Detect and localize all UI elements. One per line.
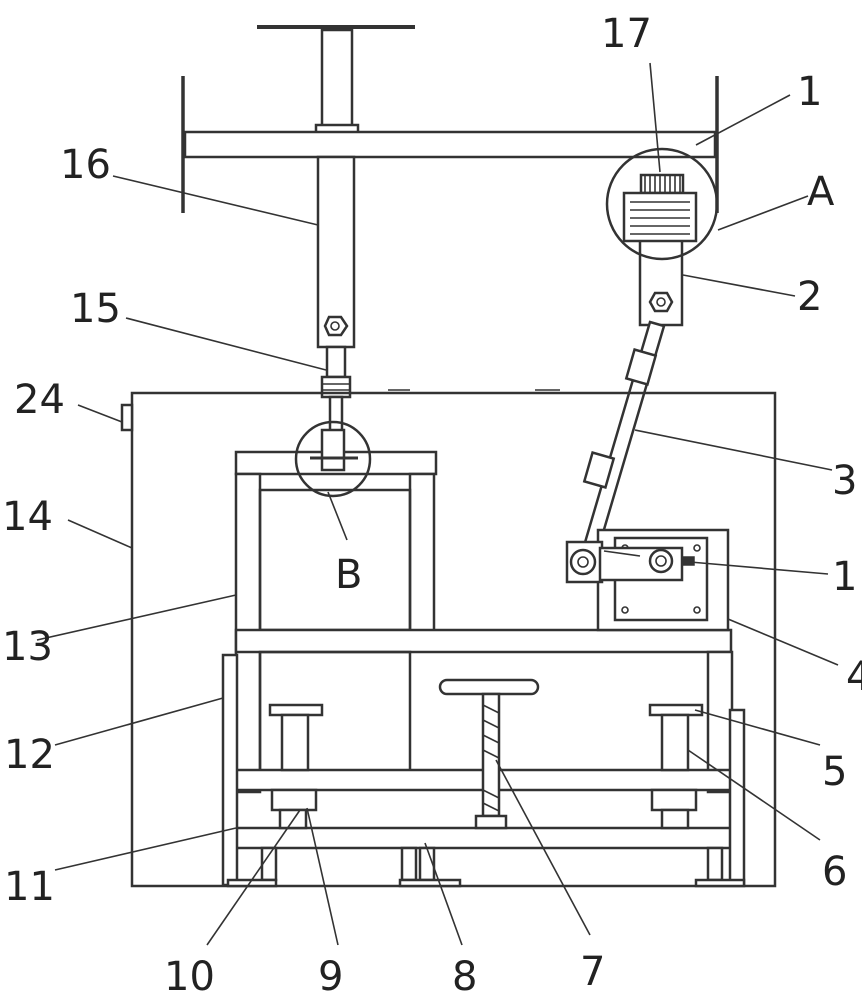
lead-screw — [438, 678, 540, 830]
dampers — [270, 788, 698, 830]
label-12: 12 — [4, 732, 55, 778]
ceiling-mount — [181, 25, 719, 213]
left-suspension-arm — [316, 155, 356, 444]
label-17: 17 — [601, 11, 652, 57]
label-24: 24 — [14, 377, 65, 423]
label-11: 11 — [4, 864, 55, 910]
label-4: 4 — [846, 654, 862, 700]
base-feet — [226, 846, 746, 888]
label-3: 3 — [832, 458, 857, 504]
label-1b: 1 — [832, 554, 857, 600]
label-A: A — [807, 169, 835, 215]
leader-lines — [36, 62, 839, 946]
support-posts — [268, 703, 704, 772]
label-14: 14 — [2, 494, 53, 540]
label-2: 2 — [797, 274, 822, 320]
label-15: 15 — [70, 286, 121, 332]
label-10: 10 — [164, 954, 215, 1000]
label-8: 8 — [452, 954, 477, 1000]
bracket-plate — [565, 528, 730, 632]
label-7: 7 — [580, 949, 605, 995]
label-6: 6 — [822, 849, 847, 895]
label-1a: 1 — [797, 69, 822, 115]
callout-labels: 17 1 A 16 2 15 24 3 14 1 B 13 4 12 5 6 1… — [2, 11, 862, 1000]
label-13: 13 — [2, 624, 53, 670]
right-suspension-arm — [605, 147, 719, 327]
label-5: 5 — [822, 749, 847, 795]
link-rod — [579, 320, 666, 562]
label-16: 16 — [60, 142, 111, 188]
label-9: 9 — [318, 954, 343, 1000]
label-B: B — [335, 552, 362, 598]
spring-teeth — [644, 175, 681, 193]
inner-frame — [234, 420, 438, 794]
